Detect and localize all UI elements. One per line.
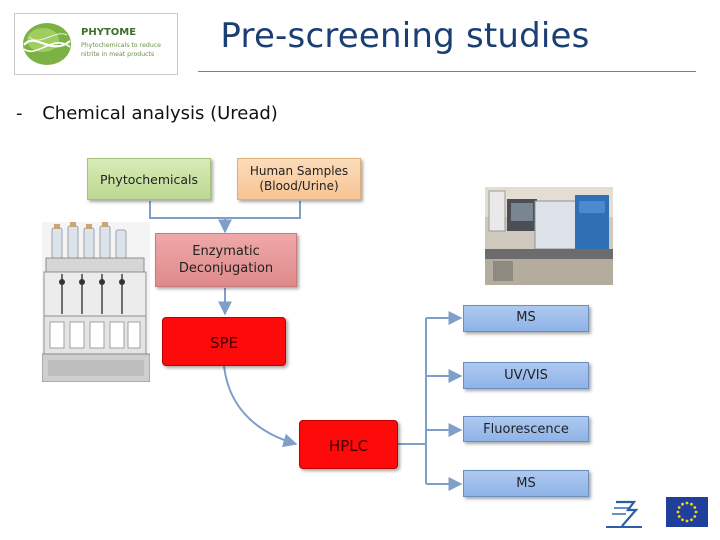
eu-star (690, 518, 693, 522)
phytochemicals-box: Phytochemicals (87, 158, 211, 200)
eu-star (693, 506, 697, 509)
eu-star (681, 502, 684, 506)
eu-star (694, 510, 698, 514)
eu-star (681, 518, 684, 522)
human-samples-connector (225, 201, 301, 219)
logo-name: PHYTOME (81, 27, 137, 38)
detector-uvvis-label: UV/VIS (504, 368, 548, 383)
eu-flag-icon (666, 497, 708, 527)
bullet-item: - Chemical analysis (Uread) (16, 103, 278, 124)
spe-box: SPE (162, 317, 286, 366)
eu-star (685, 519, 689, 523)
eu-star (685, 501, 689, 505)
human-samples-line1: Human Samples (249, 164, 349, 178)
phytochemicals-label: Phytochemicals (99, 171, 199, 187)
phytome-leaf-logo (23, 23, 71, 65)
detector-ms-top: MS (463, 305, 589, 332)
detector-fluorescence: Fluorescence (463, 416, 589, 442)
mass-spectrometer-photo (485, 187, 613, 285)
enzymatic-line1: Enzymatic (192, 244, 260, 259)
eu-star (676, 510, 680, 514)
bullet-text: Chemical analysis (Uread) (42, 103, 278, 124)
hplc-box: HPLC (299, 420, 398, 469)
eu-star (690, 502, 693, 506)
eu-star (677, 506, 681, 509)
logo-tagline: Phytochemicals to reduce nitrite in meat… (81, 42, 161, 58)
page-title: Pre-screening studies (220, 16, 590, 56)
phytome-logo: PHYTOME Phytochemicals to reduce nitrite… (14, 13, 178, 75)
enzymatic-deconjugation-box: Enzymatic Deconjugation (155, 233, 297, 287)
fp7-logo-icon (606, 500, 642, 528)
human-samples-line2: (Blood/Urine) (259, 179, 339, 193)
detector-ms-bottom-label: MS (516, 476, 536, 491)
bullet-marker: - (16, 103, 23, 124)
title-divider (198, 71, 696, 72)
detector-fluorescence-label: Fluorescence (483, 421, 569, 437)
eu-star (693, 515, 697, 518)
spe-to-hplc-arrow (223, 365, 298, 448)
detector-ms-bottom: MS (463, 470, 589, 497)
human-samples-box: Human Samples (Blood/Urine) (237, 158, 361, 200)
phytochemicals-connector (149, 201, 225, 219)
enzymatic-line2: Deconjugation (178, 261, 274, 276)
spe-instrument-photo (42, 222, 150, 382)
detector-ms-top-label: MS (516, 310, 536, 325)
eu-star (677, 515, 681, 518)
detector-uvvis: UV/VIS (463, 362, 589, 389)
hplc-label: HPLC (328, 436, 369, 455)
spe-label: SPE (209, 334, 239, 352)
